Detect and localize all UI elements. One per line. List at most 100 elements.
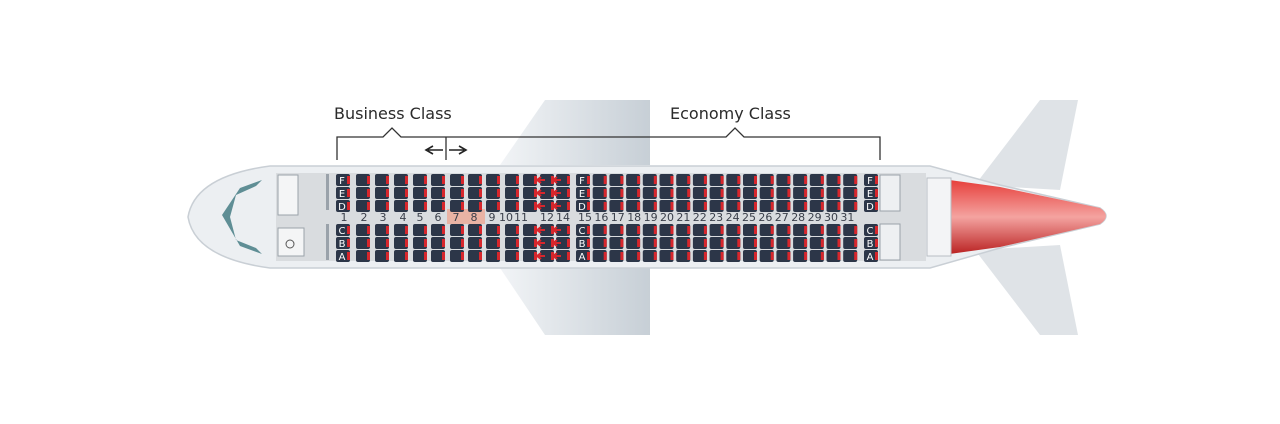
seat[interactable]: B: [336, 237, 350, 250]
seat[interactable]: [709, 200, 724, 212]
seat[interactable]: [486, 224, 500, 236]
seat[interactable]: [356, 174, 370, 186]
seat[interactable]: [609, 174, 624, 186]
seat[interactable]: [592, 224, 607, 236]
seat[interactable]: [413, 200, 427, 212]
seat[interactable]: [642, 187, 657, 199]
seat[interactable]: [709, 187, 724, 199]
seat[interactable]: [551, 174, 570, 186]
seat[interactable]: F: [336, 174, 350, 187]
seat[interactable]: [394, 224, 408, 236]
seat[interactable]: [759, 174, 774, 186]
seat[interactable]: [551, 187, 570, 199]
seat[interactable]: [486, 250, 500, 262]
seat[interactable]: [505, 174, 519, 186]
seat[interactable]: C: [336, 224, 350, 237]
seat[interactable]: A: [576, 250, 590, 263]
seat[interactable]: [592, 237, 607, 249]
seat[interactable]: [450, 250, 464, 262]
seat[interactable]: [642, 174, 657, 186]
seat[interactable]: [676, 237, 691, 249]
seat[interactable]: [592, 174, 607, 186]
seat[interactable]: [468, 174, 482, 186]
seat[interactable]: [743, 174, 757, 186]
seat[interactable]: [505, 237, 519, 249]
seat[interactable]: [413, 187, 427, 199]
seat[interactable]: D: [864, 200, 878, 213]
seat[interactable]: [676, 174, 691, 186]
seat[interactable]: [743, 237, 757, 249]
seat[interactable]: [356, 224, 370, 236]
seat[interactable]: [450, 174, 464, 186]
seat[interactable]: [592, 250, 607, 262]
seat[interactable]: D: [576, 200, 590, 213]
seat[interactable]: [450, 187, 464, 199]
seat[interactable]: [676, 250, 691, 262]
seat[interactable]: [776, 200, 791, 212]
seat[interactable]: [709, 237, 724, 249]
seat[interactable]: [793, 237, 808, 249]
seat[interactable]: [431, 224, 445, 236]
seat[interactable]: [609, 250, 624, 262]
seat[interactable]: [431, 187, 445, 199]
seat[interactable]: [505, 200, 519, 212]
seat[interactable]: [551, 237, 570, 249]
seat[interactable]: [642, 237, 657, 249]
seat[interactable]: [759, 237, 774, 249]
seat[interactable]: [642, 250, 657, 262]
seat[interactable]: [450, 237, 464, 249]
seat[interactable]: B: [576, 237, 590, 250]
seat[interactable]: [626, 224, 641, 236]
seat[interactable]: [523, 237, 537, 249]
seat[interactable]: F: [864, 174, 878, 187]
seat[interactable]: [692, 237, 707, 249]
seat[interactable]: [523, 250, 537, 262]
seat[interactable]: [726, 224, 741, 236]
seat[interactable]: [413, 237, 427, 249]
seat[interactable]: [776, 187, 791, 199]
seat[interactable]: [356, 237, 370, 249]
seat[interactable]: [826, 250, 841, 262]
seat[interactable]: [659, 187, 674, 199]
seat[interactable]: [394, 250, 408, 262]
seat[interactable]: [642, 224, 657, 236]
seat[interactable]: E: [336, 187, 350, 200]
seat[interactable]: [793, 200, 808, 212]
seat[interactable]: [375, 224, 389, 236]
seat[interactable]: [692, 224, 707, 236]
seat[interactable]: [793, 174, 808, 186]
seat[interactable]: [659, 224, 674, 236]
seat[interactable]: [709, 250, 724, 262]
seat[interactable]: [676, 187, 691, 199]
seat[interactable]: [551, 200, 570, 212]
seat[interactable]: [843, 174, 858, 186]
seat[interactable]: [743, 250, 757, 262]
seat[interactable]: [676, 224, 691, 236]
seat[interactable]: [759, 200, 774, 212]
seat[interactable]: [709, 224, 724, 236]
seat[interactable]: [692, 250, 707, 262]
seat[interactable]: [523, 174, 537, 186]
seat[interactable]: [609, 187, 624, 199]
seat[interactable]: [468, 250, 482, 262]
seat[interactable]: [375, 187, 389, 199]
seat[interactable]: [692, 200, 707, 212]
seat[interactable]: [609, 200, 624, 212]
seat[interactable]: [375, 250, 389, 262]
seat[interactable]: [486, 237, 500, 249]
seat[interactable]: [450, 224, 464, 236]
seat[interactable]: [592, 187, 607, 199]
seat[interactable]: [626, 237, 641, 249]
seat[interactable]: D: [336, 200, 350, 213]
seat[interactable]: [505, 187, 519, 199]
seat[interactable]: [809, 237, 824, 249]
seat[interactable]: A: [864, 250, 878, 263]
seat[interactable]: [375, 174, 389, 186]
seat[interactable]: [413, 174, 427, 186]
seat[interactable]: [692, 174, 707, 186]
seat[interactable]: [626, 200, 641, 212]
seat[interactable]: [468, 187, 482, 199]
seat[interactable]: [523, 224, 537, 236]
seat[interactable]: [743, 224, 757, 236]
seat[interactable]: [356, 200, 370, 212]
